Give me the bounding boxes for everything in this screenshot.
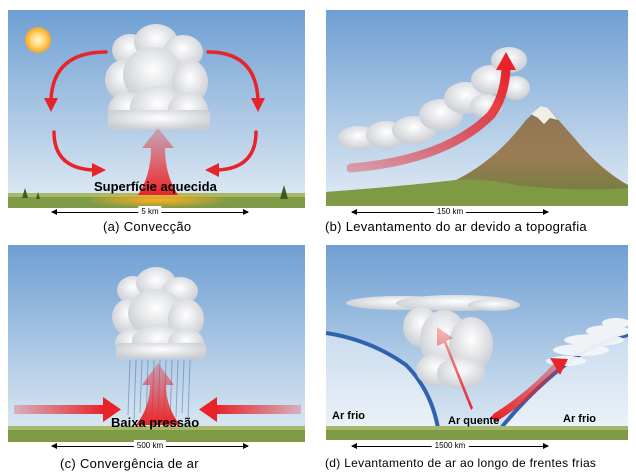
scale-label: 1500 km: [431, 440, 469, 452]
rising-air-arrow: [346, 65, 511, 173]
cumulus-cloud: [112, 267, 206, 359]
orographic-cloud: [338, 47, 530, 150]
scale-bar-c: 500 km: [51, 440, 249, 452]
low-pressure-label: Baixa pressão: [111, 415, 200, 430]
scale-bar-d: 1500 km: [351, 440, 549, 452]
panel-convection: Superfície aquecida: [8, 10, 305, 208]
convergence-illustration: [8, 245, 305, 442]
cold-air-right-label: Ar frio: [563, 413, 596, 425]
circulation-arrows: [49, 50, 260, 172]
scale-bar-b: 150 km: [351, 206, 549, 218]
scale-bar-a: 5 km: [51, 206, 249, 218]
convection-illustration: [8, 10, 305, 208]
orographic-illustration: [326, 10, 628, 206]
cold-air-mass-left: [326, 333, 438, 428]
warm-air-label: Ar quente: [448, 415, 500, 427]
caption-a: (a) Convecção: [103, 219, 192, 234]
converging-arrow-right: [216, 405, 301, 414]
mountain: [326, 106, 628, 206]
scale-label: 500 km: [133, 440, 167, 452]
scale-label: 5 km: [138, 206, 162, 218]
tree-icon: [22, 188, 28, 198]
panel-convergence: Baixa pressão: [8, 245, 305, 442]
rising-air-arrow: [136, 363, 180, 425]
scale-label: 150 km: [433, 206, 467, 218]
warm-air-rising-arrow: [437, 327, 473, 410]
converging-arrow-left: [14, 405, 104, 414]
tree-icon: [36, 192, 40, 199]
anvil-cloud: [346, 295, 520, 389]
cold-front-boundary: [326, 331, 440, 429]
panel-cold-front: Ar frio Ar quente Ar frio: [326, 245, 628, 440]
tree-icon: [280, 185, 288, 199]
caption-d: (d) Levantamento de ar ao longo de frent…: [325, 456, 597, 470]
cold-air-mass-right: [501, 335, 628, 428]
heated-surface: [83, 192, 233, 208]
cumulus-cloud: [105, 24, 210, 130]
cold-air-left-label: Ar frio: [332, 410, 365, 422]
cold-front-illustration: [326, 245, 628, 440]
rising-air-arrow: [138, 128, 178, 195]
caption-c: (c) Convergência de ar: [60, 456, 199, 471]
caption-b: (b) Levantamento do ar devido a topograf…: [325, 219, 587, 234]
warm-air-slope-arrow: [492, 361, 562, 421]
arrow-head: [496, 52, 516, 70]
heated-surface-label: Superfície aquecida: [94, 179, 217, 194]
panel-orographic: [326, 10, 628, 206]
sun-icon: [25, 27, 51, 53]
